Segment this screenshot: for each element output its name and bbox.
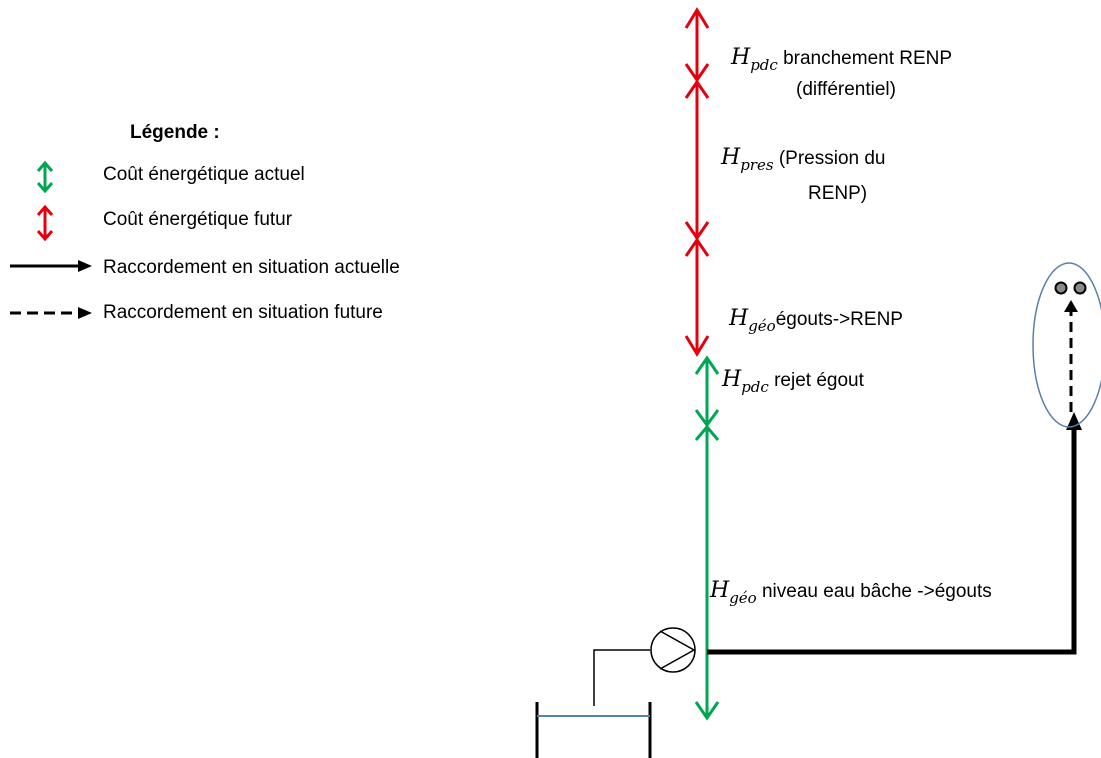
- geo-niveau-label: niveau eau bâche ->égouts: [757, 581, 992, 602]
- pdc-branchement-label: branchement RENP: [778, 48, 952, 69]
- suction-pipe: [593, 649, 650, 706]
- pdc-branchement-label-line2: (différentiel): [796, 79, 896, 100]
- red-arrow-stack: [684, 7, 710, 357]
- annotation-geo-niveau: Hgéo niveau eau bâche ->égouts: [709, 578, 992, 607]
- svg-text:Hpdc rejet égout: Hpdc rejet égout: [721, 367, 865, 396]
- pdc-rejet-sub: pdc: [741, 378, 769, 396]
- annotation-pdc-rejet: Hpdc rejet égout: [721, 367, 865, 396]
- green-arrow-stack: [694, 355, 720, 721]
- pump-icon: [650, 627, 696, 673]
- legend-item-future-connection: Raccordement en situation future: [103, 302, 383, 323]
- svg-text:Hpres (Pression du: Hpres (Pression du: [720, 145, 886, 174]
- future-connection-arrowhead: [1064, 300, 1078, 312]
- solid-arrow-icon: [10, 260, 92, 272]
- pres-label: (Pression du: [774, 148, 886, 169]
- annotation-geo-egouts-renp: Hgéoégouts->RENP: [728, 306, 903, 335]
- legend-item-current-cost: Coût énergétique actuel: [103, 164, 305, 185]
- annotation-pres: Hpres (Pression du RENP): [720, 145, 886, 204]
- legend-title: Légende :: [130, 122, 220, 143]
- pdc-rejet-var: H: [721, 367, 742, 392]
- current-connection-pipe: [707, 425, 1077, 655]
- pres-label-line2: RENP): [808, 183, 867, 204]
- dashed-arrow-icon: [10, 307, 92, 319]
- geo-niveau-sub: géo: [729, 589, 757, 607]
- geo-egouts-renp-var: H: [728, 306, 749, 331]
- pdc-branchement-sub: pdc: [750, 56, 778, 74]
- pdc-rejet-label: rejet égout: [769, 370, 865, 391]
- sewer-ellipse: [1032, 262, 1101, 428]
- legend-item-current-connection: Raccordement en situation actuelle: [103, 257, 400, 278]
- geo-egouts-renp-label: égouts->RENP: [776, 309, 903, 330]
- red-double-arrow-icon: [36, 204, 54, 242]
- legend-item-future-cost: Coût énergétique futur: [103, 209, 293, 230]
- tank: [535, 702, 652, 758]
- geo-niveau-var: H: [709, 578, 730, 603]
- annotation-pdc-branchement: Hpdc branchement RENP (différentiel): [730, 45, 952, 100]
- legend: Légende : Coût énergétique actuel Coût é…: [10, 122, 400, 323]
- sewer-outlet-icon: [1054, 281, 1087, 295]
- svg-text:Hgéo niveau eau bâche ->égouts: Hgéo niveau eau bâche ->égouts: [709, 578, 992, 607]
- pdc-branchement-var: H: [730, 45, 751, 70]
- svg-text:Hgéoégouts->RENP: Hgéoégouts->RENP: [728, 306, 903, 335]
- green-double-arrow-icon: [36, 160, 54, 194]
- geo-egouts-renp-sub: géo: [748, 317, 776, 335]
- pres-var: H: [720, 145, 741, 170]
- pres-sub: pres: [740, 156, 774, 174]
- current-connection-arrowhead: [1066, 412, 1082, 430]
- svg-text:Hpdc branchement RENP: Hpdc branchement RENP: [730, 45, 952, 74]
